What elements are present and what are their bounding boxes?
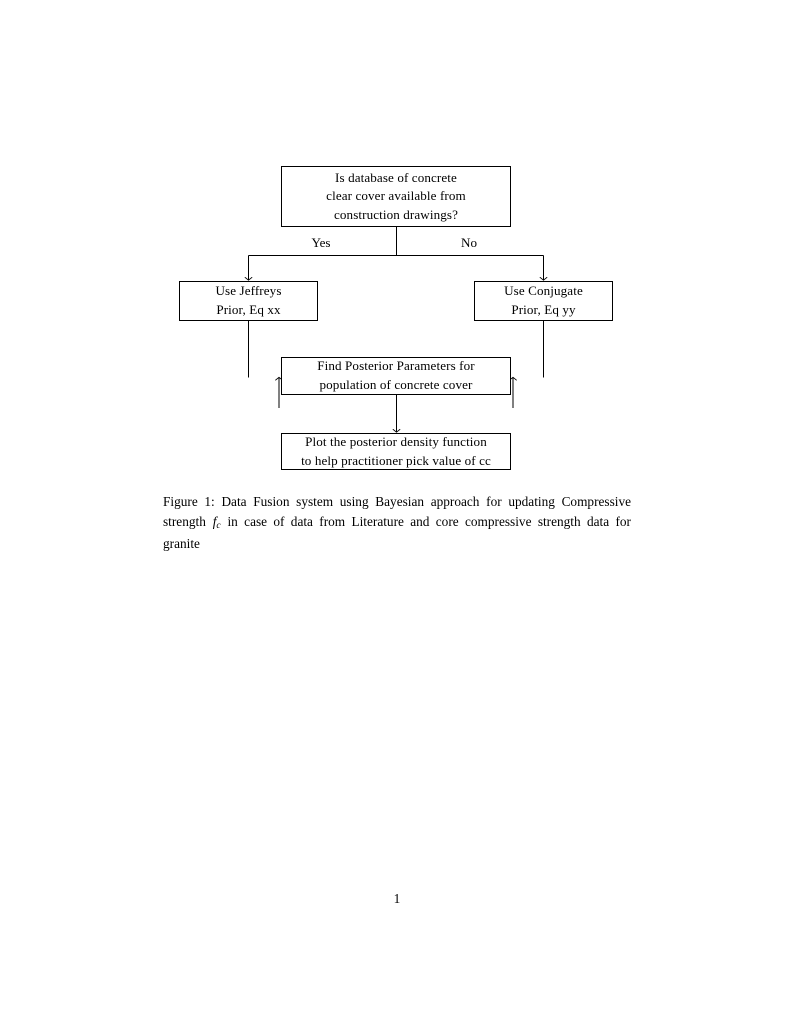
node-line: Prior, Eq yy	[511, 302, 576, 317]
caption-label: Figure 1:	[163, 494, 215, 509]
edge-label-no: No	[460, 235, 478, 250]
math-base: f	[212, 514, 217, 530]
figure-1-flowchart: Is database of concrete clear cover avai…	[0, 0, 794, 490]
node-line: construction drawings?	[333, 206, 458, 222]
flowchart-node-find-posterior-parameters: Find Posterior Parameters for population…	[281, 357, 511, 395]
node-line: Use Conjugate	[504, 283, 583, 299]
node-line: clear cover available from	[326, 188, 466, 204]
edge-label-yes: Yes	[311, 235, 331, 250]
node-line: Is database of concrete	[335, 169, 457, 185]
flowchart-node-use-conjugate-prior: Use Conjugate Prior, Eq yy	[474, 281, 613, 321]
math-subscript: c	[216, 520, 221, 532]
caption-text-before-math: Data Fusion system using Bayesian approa…	[163, 494, 631, 530]
flowchart-node-plot-posterior-density: Plot the posterior density function to h…	[281, 433, 511, 470]
flowchart-connectors	[244, 227, 548, 433]
page-number: 1	[393, 891, 401, 906]
node-line: Prior, Eq xx	[216, 302, 281, 317]
node-line: population of concrete cover	[319, 377, 473, 392]
math-symbol-fc: fc	[212, 514, 221, 532]
flowchart-node-use-jeffreys-prior: Use Jeffreys Prior, Eq xx	[179, 281, 318, 321]
caption-text-after-math: in case of data from Literature and core…	[163, 514, 631, 552]
node-line: Find Posterior Parameters for	[317, 358, 475, 374]
figure-caption: Figure 1: Data Fusion system using Bayes…	[163, 492, 631, 554]
node-line: Plot the posterior density function	[305, 433, 487, 449]
flowchart-node-decision-database-available: Is database of concrete clear cover avai…	[281, 166, 511, 227]
node-line: to help practitioner pick value of cc	[301, 452, 491, 468]
node-line: Use Jeffreys	[215, 283, 282, 299]
